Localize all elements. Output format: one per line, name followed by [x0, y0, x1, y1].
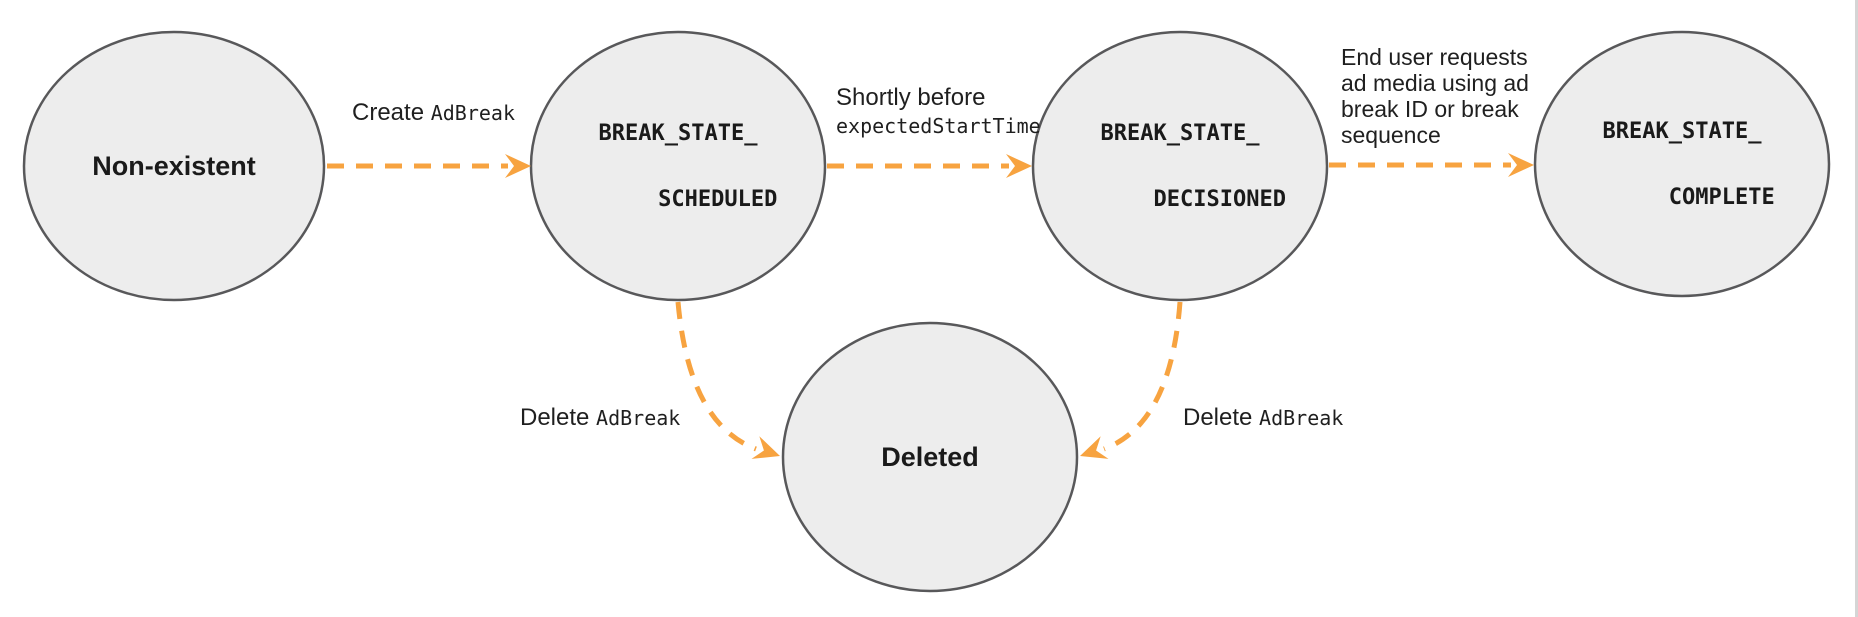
edge-delete-decisioned-curve	[1103, 301, 1183, 452]
state-node-deleted-shape	[781, 321, 1079, 593]
edge-before-start-label: Shortly before expectedStartTime	[836, 84, 1041, 138]
content-right-edge-line	[1855, 0, 1858, 617]
edge-delete-scheduled-label: Delete AdBreak	[520, 404, 681, 431]
edge-delete-scheduled-curve	[675, 301, 757, 452]
edge-delete-scheduled-arrowhead	[751, 436, 780, 459]
state-node-decisioned-shape	[1031, 30, 1329, 302]
edge-end-user-label: End user requests ad media using ad brea…	[1341, 44, 1529, 148]
edge-end-user-arrowhead	[1508, 153, 1534, 177]
edge-before-start-arrowhead	[1006, 154, 1032, 178]
state-node-scheduled-shape	[529, 30, 827, 302]
edge-create-arrowhead	[505, 154, 531, 178]
edge-delete-decisioned-arrowhead	[1080, 436, 1109, 459]
edge-delete-decisioned-label: Delete AdBreak	[1183, 404, 1344, 431]
state-node-non-existent-shape	[22, 30, 326, 302]
state-node-complete-shape	[1533, 30, 1831, 298]
edge-create-label: Create AdBreak	[352, 99, 516, 126]
